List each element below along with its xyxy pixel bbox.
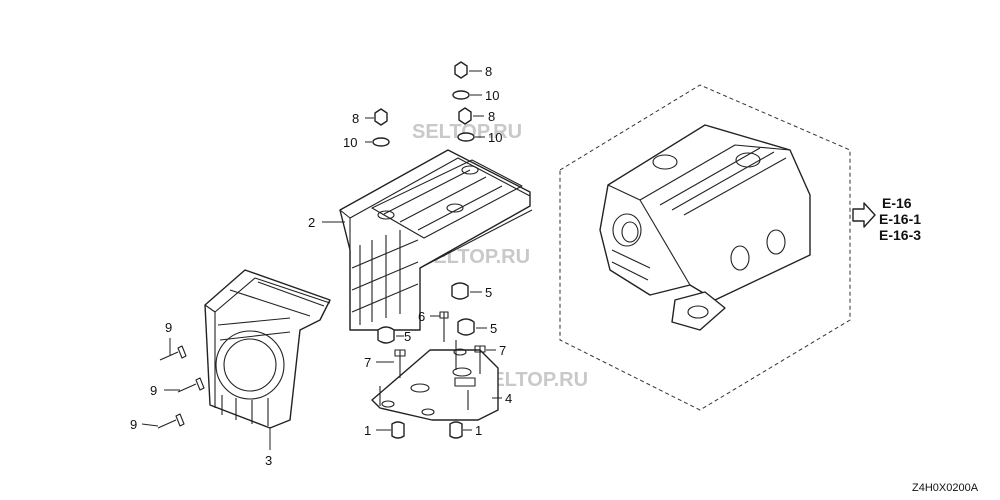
- callout-9: 9: [165, 320, 172, 335]
- nut-8: [454, 61, 468, 79]
- washer-10: [457, 132, 475, 142]
- callout-8: 8: [488, 109, 495, 124]
- reference-boundary: [559, 84, 851, 411]
- reference-label: E-16-3: [879, 227, 921, 243]
- callout-10: 10: [488, 130, 502, 145]
- callout-8: 8: [485, 64, 492, 79]
- diagram-code: Z4H0X0200A: [912, 482, 979, 494]
- part-3-bracket: [204, 269, 331, 429]
- reference-label: E-16: [882, 195, 912, 211]
- rubber-mount-5: [457, 318, 475, 336]
- washer-10: [372, 137, 390, 147]
- callout-9: 9: [130, 417, 137, 432]
- callout-1: 1: [475, 423, 482, 438]
- callout-10: 10: [343, 135, 357, 150]
- callout-5: 5: [404, 329, 411, 344]
- callout-4: 4: [505, 391, 512, 406]
- leader-lines: [141, 70, 502, 450]
- bolt-9: [159, 345, 187, 361]
- callout-7: 7: [364, 355, 371, 370]
- bolt-9: [177, 377, 205, 393]
- stud-bolt: [379, 340, 469, 410]
- watermark: SELTOP.RU: [478, 369, 588, 391]
- rubber-mount-5: [377, 326, 395, 344]
- collar-1: [391, 421, 405, 439]
- bolt-9: [157, 413, 185, 429]
- callout-5: 5: [485, 285, 492, 300]
- collar-1: [449, 421, 463, 439]
- callout-9: 9: [150, 383, 157, 398]
- bolt-6: [439, 311, 449, 342]
- washer-10: [452, 90, 470, 100]
- watermark: SELTOP.RU: [412, 121, 522, 143]
- part-2-bracket: [339, 149, 533, 331]
- callout-5: 5: [490, 321, 497, 336]
- bolt-7: [394, 349, 406, 378]
- callout-3: 3: [265, 453, 272, 468]
- rubber-mount-5: [451, 282, 469, 300]
- right-arrow-icon: [852, 202, 876, 228]
- nut-8: [374, 108, 388, 126]
- callout-6: 6: [418, 309, 425, 324]
- callout-1: 1: [364, 423, 371, 438]
- callout-7: 7: [499, 343, 506, 358]
- muffler-illustration: [599, 124, 811, 331]
- nut-8: [458, 107, 472, 125]
- bolt-7: [474, 345, 486, 374]
- part-4-plate: [371, 348, 499, 421]
- reference-label: E-16-1: [879, 211, 921, 227]
- callout-2: 2: [308, 215, 315, 230]
- callout-10: 10: [485, 88, 499, 103]
- callout-8: 8: [352, 111, 359, 126]
